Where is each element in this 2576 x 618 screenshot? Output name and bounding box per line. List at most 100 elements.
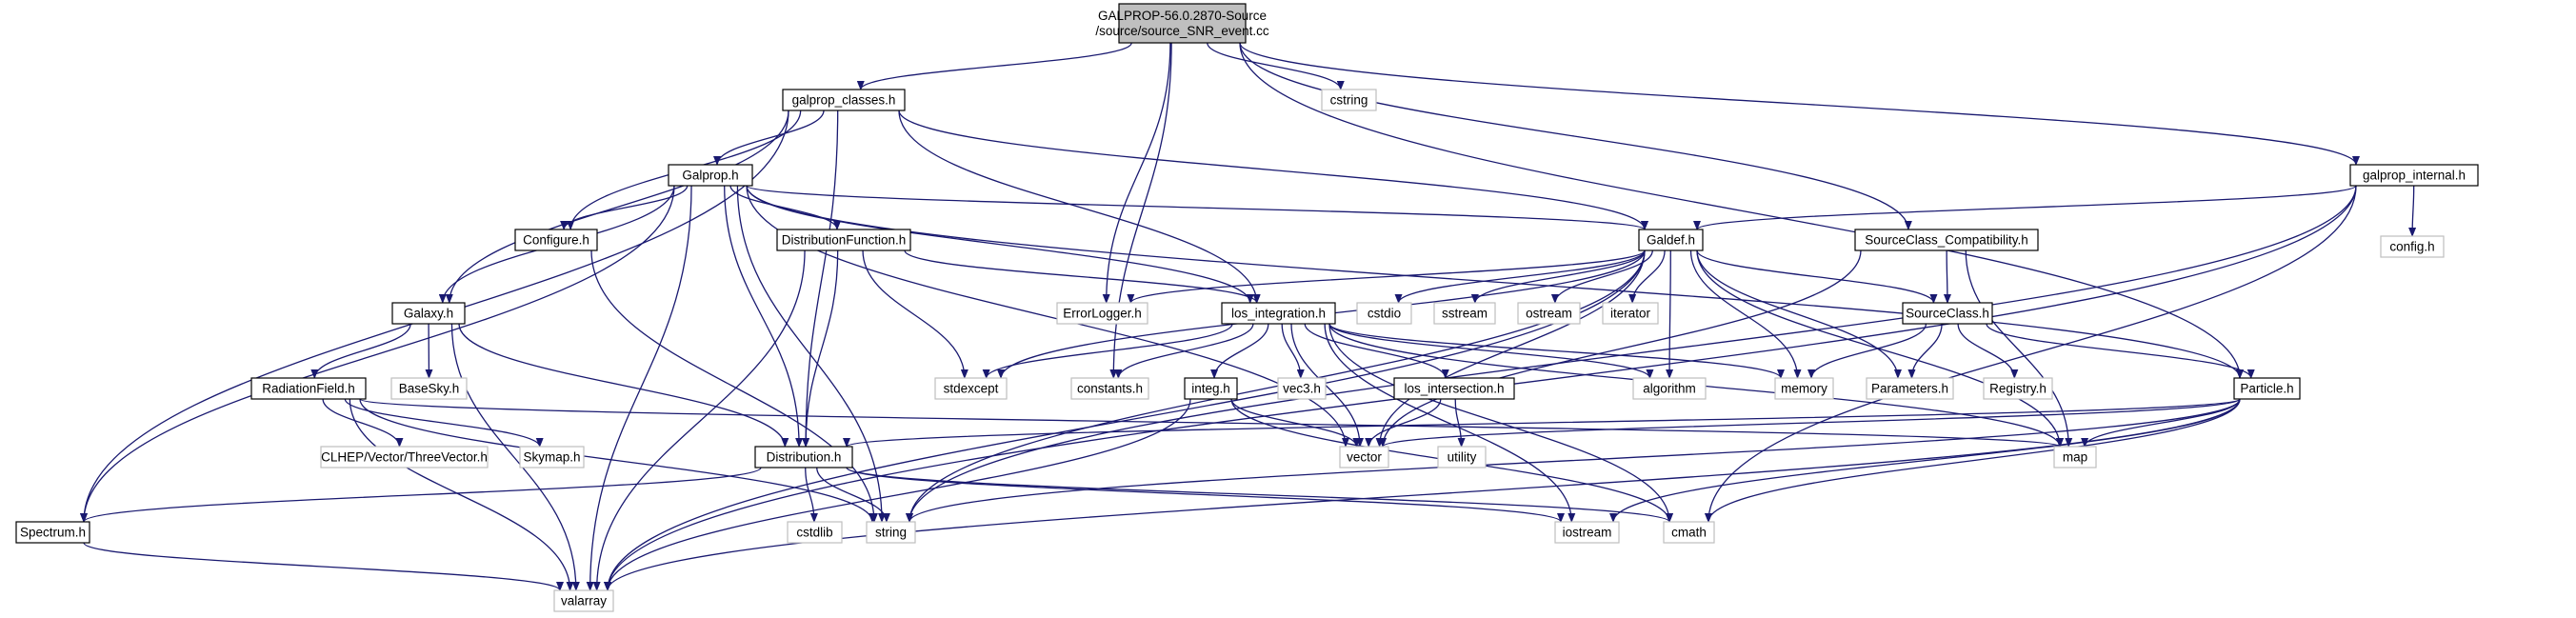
edge-galdef-to-string	[906, 249, 1646, 523]
edge-sourceclass-to-parameters	[1907, 323, 1943, 379]
edge-particle-to-iostream	[1609, 398, 2241, 523]
edge-distfunc-to-distribution	[802, 249, 839, 448]
edge-galprop_h-to-distribution	[724, 185, 804, 448]
edge-galprop_h-to-galdef	[746, 185, 1648, 230]
edge-galprop_internal-to-string	[906, 185, 2357, 523]
node-vector: vector	[1339, 446, 1389, 468]
edge-galprop_h-to-string	[736, 185, 887, 523]
node-map: map	[2053, 446, 2097, 468]
edge-los_integration-to-stdexcept	[982, 323, 1233, 379]
edge-distribution-to-string	[816, 467, 890, 523]
node-box-map	[2053, 446, 2097, 468]
edge-galprop_h-to-valarray	[586, 185, 692, 591]
node-particle[interactable]: Particle.h	[2233, 377, 2301, 400]
edge-distribution-to-cstdlib	[805, 467, 818, 523]
edge-root-to-errorlogger	[1102, 42, 1171, 304]
node-box-distfunc	[776, 229, 911, 251]
node-box-iterator	[1602, 302, 1659, 325]
edge-galprop_h-to-particle	[746, 185, 2244, 379]
edge-sourceclass_compat-to-vector	[1379, 249, 1862, 448]
node-box-distribution	[754, 446, 853, 468]
edge-particle-to-distribution	[843, 398, 2241, 448]
node-box-vector	[1339, 446, 1389, 468]
node-cstdio: cstdio	[1356, 302, 1412, 325]
node-label-configure: Configure.h	[523, 232, 589, 247]
edge-distfunc-to-stdexcept	[862, 249, 968, 379]
node-stdexcept: stdexcept	[934, 377, 1008, 400]
edge-galaxy-to-radiationfield	[310, 323, 411, 379]
node-integ[interactable]: integ.h	[1184, 377, 1238, 400]
node-label-galprop_h: Galprop.h	[682, 168, 738, 182]
node-galprop_h[interactable]: Galprop.h	[668, 164, 753, 187]
node-box-ostream	[1517, 302, 1581, 325]
edge-los_integration-to-algorithm	[1328, 323, 1654, 379]
edge-galaxy-to-distribution	[458, 323, 789, 448]
node-box-cstdlib	[787, 521, 843, 544]
node-iostream: iostream	[1554, 521, 1620, 544]
node-string: string	[866, 521, 916, 544]
node-cstdlib: cstdlib	[787, 521, 843, 544]
node-label-vector: vector	[1347, 449, 1382, 464]
node-label-galprop_classes: galprop_classes.h	[792, 92, 896, 107]
edge-sourceclass-to-registry	[1957, 323, 2019, 379]
node-box-utility	[1437, 446, 1487, 468]
node-parameters: Parameters.h	[1866, 377, 1954, 400]
node-ostream: ostream	[1517, 302, 1581, 325]
node-threevector: CLHEP/Vector/ThreeVector.h	[320, 446, 489, 468]
node-label-cstring: cstring	[1330, 92, 1368, 107]
node-los_integration[interactable]: los_integration.h	[1221, 302, 1336, 325]
node-box-sstream	[1433, 302, 1496, 325]
edge-galdef-to-memory	[1689, 249, 1802, 379]
node-label-cstdio: cstdio	[1368, 306, 1401, 320]
node-box-skymap	[519, 446, 585, 468]
node-galprop_internal[interactable]: galprop_internal.h	[2349, 164, 2479, 187]
node-label-iterator: iterator	[1610, 306, 1651, 320]
node-radiationfield[interactable]: RadiationField.h	[250, 377, 367, 400]
nodes-layer: GALPROP-56.0.2870-Source/source/source_S…	[15, 3, 2479, 612]
node-configure[interactable]: Configure.h	[514, 229, 598, 251]
edge-radiationfield-to-string	[359, 398, 876, 523]
node-box-config_h	[2380, 235, 2445, 258]
node-galdef[interactable]: Galdef.h	[1638, 229, 1704, 251]
node-sourceclass[interactable]: SourceClass.h	[1902, 302, 1993, 325]
node-distfunc[interactable]: DistributionFunction.h	[776, 229, 911, 251]
node-box-radiationfield	[250, 377, 367, 400]
node-memory: memory	[1774, 377, 1834, 400]
node-box-registry	[1983, 377, 2053, 400]
edge-sourceclass-to-memory	[1807, 323, 1927, 379]
node-spectrum[interactable]: Spectrum.h	[15, 521, 90, 544]
node-label-skymap: Skymap.h	[523, 449, 580, 464]
node-box-cmath	[1663, 521, 1715, 544]
node-box-stdexcept	[934, 377, 1008, 400]
node-box-root	[1118, 3, 1247, 44]
node-galprop_classes[interactable]: galprop_classes.h	[782, 89, 906, 111]
node-los_intersection[interactable]: los_intersection.h	[1393, 377, 1515, 400]
edge-los_integration-to-cmath	[1328, 323, 1673, 523]
node-label-vec3: vec3.h	[1283, 381, 1321, 395]
node-box-sourceclass_compat	[1854, 229, 2039, 251]
edge-los_integration-to-iostream	[1324, 323, 1576, 523]
node-root[interactable]: GALPROP-56.0.2870-Source/source/source_S…	[1095, 3, 1269, 44]
node-label-los_intersection: los_intersection.h	[1404, 381, 1504, 395]
node-box-los_intersection	[1393, 377, 1515, 400]
edge-galprop_classes-to-galaxy	[445, 110, 789, 304]
node-box-algorithm	[1632, 377, 1707, 400]
node-cmath: cmath	[1663, 521, 1715, 544]
node-label-config_h: config.h	[2389, 239, 2434, 253]
node-galaxy[interactable]: Galaxy.h	[391, 302, 466, 325]
node-box-galprop_h	[668, 164, 753, 187]
edge-los_integration-to-los_intersection	[1304, 323, 1449, 379]
node-box-threevector	[320, 446, 489, 468]
edge-distfunc-to-valarray	[592, 249, 806, 591]
edge-galprop_internal-to-config_h	[2408, 185, 2417, 237]
edge-distfunc-to-los_integration	[904, 249, 1261, 304]
edges-layer	[80, 42, 2417, 591]
edge-particle-to-cmath	[1705, 398, 2241, 523]
node-constants: constants.h	[1070, 377, 1149, 400]
edge-radiationfield-to-map	[359, 398, 2064, 448]
node-label-distfunc: DistributionFunction.h	[782, 232, 907, 247]
node-valarray: valarray	[553, 589, 614, 612]
node-distribution[interactable]: Distribution.h	[754, 446, 853, 468]
node-sourceclass_compat[interactable]: SourceClass_Compatibility.h	[1854, 229, 2039, 251]
edge-galprop_classes-to-galprop_h	[713, 110, 825, 166]
